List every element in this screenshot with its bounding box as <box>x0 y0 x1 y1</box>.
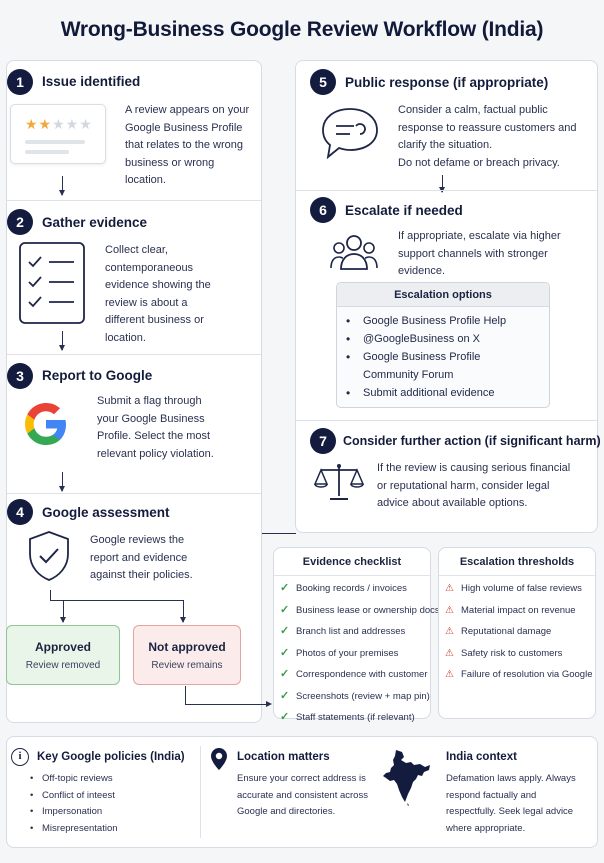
branch-connector <box>50 590 51 600</box>
connector-left-right <box>262 533 296 534</box>
approved-title: Approved <box>34 640 91 654</box>
arrow-to-approved <box>60 600 66 623</box>
approved-sub: Review removed <box>25 660 101 671</box>
arrow-to-not-approved <box>180 600 186 623</box>
policies-list: Off-topic reviews Conflict of inteest Im… <box>28 771 198 837</box>
step-5-body: Consider a calm, factual public response… <box>398 104 577 151</box>
evidence-checklist-heading: Evidence checklist <box>274 548 430 576</box>
star-rating-icon: ★★★★★ <box>25 116 93 132</box>
escalation-thresholds-heading: Escalation thresholds <box>439 548 595 576</box>
policy-item: Conflict of inteest <box>28 788 198 805</box>
evidence-checklist-panel: Evidence checklist Booking records / inv… <box>273 547 440 728</box>
step-6-title: Escalate if needed <box>345 203 463 218</box>
policy-item: Off-topic reviews <box>28 771 198 788</box>
outcome-approved: Approved Review removed <box>6 625 120 685</box>
step-5-number: 5 <box>310 69 336 95</box>
step-5-note: Do not defame or breach privacy. <box>398 157 560 169</box>
outcome-not-approved: Not approved Review remains <box>133 625 241 685</box>
escalation-option: Google Business Profile Community Forum <box>337 348 507 384</box>
threshold-item: High volume of false reviews <box>439 578 595 600</box>
india-map-icon <box>378 748 432 806</box>
arrow-step2-step3 <box>59 331 65 351</box>
step-4-number: 4 <box>7 499 33 525</box>
arrow-step3-step4 <box>59 472 65 492</box>
evidence-item: Business lease or ownership docs <box>274 600 440 622</box>
step-6-body: If appropriate, escalate via higher supp… <box>398 230 561 277</box>
policy-item: Misrepresentation <box>28 821 198 838</box>
escalation-option: Submit additional evidence <box>337 384 549 402</box>
escalation-options-heading: Escalation options <box>337 283 549 307</box>
step-5-title: Public response (if appropriate) <box>345 75 549 90</box>
speech-bubble-icon <box>320 106 380 160</box>
evidence-item: Staff statements (if relevant) <box>274 707 430 729</box>
page-title: Wrong-Business Google Review Workflow (I… <box>60 18 544 41</box>
people-group-icon <box>330 232 378 272</box>
step-2-number: 2 <box>7 209 33 235</box>
info-icon: i <box>11 748 29 766</box>
escalation-option: @GoogleBusiness on X <box>337 330 549 348</box>
threshold-item: Failure of resolution via Google <box>439 664 595 686</box>
step-7-title: Consider further action (if significant … <box>343 434 601 448</box>
threshold-item: Safety risk to customers <box>439 643 595 665</box>
threshold-item: Material impact on revenue <box>439 600 595 622</box>
step-4-body: Google reviews the report and evidence a… <box>90 534 193 581</box>
step-1-body: A review appears on your Google Business… <box>125 104 250 186</box>
scales-icon <box>313 462 365 502</box>
not-approved-title: Not approved <box>148 640 226 654</box>
shield-check-icon <box>27 530 71 582</box>
step-3-number: 3 <box>7 363 33 389</box>
evidence-item: Branch list and addresses <box>274 621 430 643</box>
location-body: Ensure your correct address is accurate … <box>237 773 368 817</box>
location-pin-icon <box>210 747 228 771</box>
location-title: Location matters <box>237 751 330 763</box>
step-2-body: Collect clear, contemporaneous evidence … <box>105 244 211 344</box>
india-context-title: India context <box>446 751 517 763</box>
step-1-number: 1 <box>7 69 33 95</box>
threshold-item: Reputational damage <box>439 621 595 643</box>
escalation-option: Google Business Profile Help <box>337 312 549 330</box>
arrow-step1-step2 <box>59 176 65 196</box>
step-3-title: Report to Google <box>42 368 153 383</box>
evidence-item: Photos of your premises <box>274 643 430 665</box>
policy-item: Impersonation <box>28 804 198 821</box>
not-approved-sub: Review remains <box>151 660 223 671</box>
escalation-options-box: Escalation options Google Business Profi… <box>336 282 550 408</box>
step-3-body: Submit a flag through your Google Busine… <box>97 395 214 460</box>
step-2-title: Gather evidence <box>42 215 148 230</box>
escalation-thresholds-panel: Escalation thresholds High volume of fal… <box>438 547 596 719</box>
evidence-item: Correspondence with customer <box>274 664 430 686</box>
step-7-body: If the review is causing serious financi… <box>377 462 571 509</box>
step-7-number: 7 <box>310 428 336 454</box>
review-card-icon: ★★★★★ <box>10 104 106 164</box>
evidence-item: Booking records / invoices <box>274 578 430 600</box>
connector-not-approved-evidence <box>185 686 186 704</box>
step-1-title: Issue identified <box>42 74 141 89</box>
india-context-body: Defamation laws apply. Always respond fa… <box>446 773 576 834</box>
step-4-title: Google assessment <box>42 505 170 520</box>
policies-title: Key Google policies (India) <box>37 751 185 763</box>
checklist-icon <box>19 242 85 324</box>
google-logo-icon <box>20 398 72 450</box>
left-workflow-card <box>6 60 262 723</box>
step-6-number: 6 <box>310 197 336 223</box>
evidence-item: Screenshots (review + map pin) <box>274 686 430 708</box>
